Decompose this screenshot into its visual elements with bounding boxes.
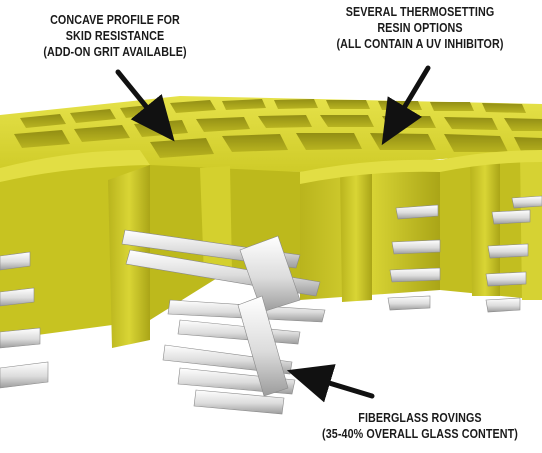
arrow-resin-options [381, 65, 431, 146]
callout-line: (ALL CONTAIN A UV INHIBITOR) [336, 37, 504, 51]
callout-line: SKID RESISTANCE [65, 29, 165, 43]
arrow-concave-profile [115, 69, 175, 142]
callout-line: (ADD-ON GRIT AVAILABLE) [43, 45, 187, 59]
callout-line: (35-40% OVERALL GLASS CONTENT) [322, 427, 518, 441]
callout-line: RESIN OPTIONS [377, 21, 463, 35]
fiberglass-rovings [0, 195, 542, 415]
grating-front-face [0, 150, 542, 348]
callout-fiberglass-rovings: FIBERGLASS ROVINGS (35-40% OVERALL GLASS… [317, 410, 523, 442]
callout-resin-options: SEVERAL THERMOSETTING RESIN OPTIONS (ALL… [317, 4, 523, 52]
callout-arrows [115, 65, 431, 403]
callout-line: CONCAVE PROFILE FOR [50, 13, 180, 27]
callout-line: FIBERGLASS ROVINGS [358, 411, 482, 425]
callout-line: SEVERAL THERMOSETTING [345, 5, 495, 19]
arrow-fiberglass-rovings [286, 364, 375, 403]
callout-concave-profile: CONCAVE PROFILE FOR SKID RESISTANCE (ADD… [25, 12, 206, 60]
